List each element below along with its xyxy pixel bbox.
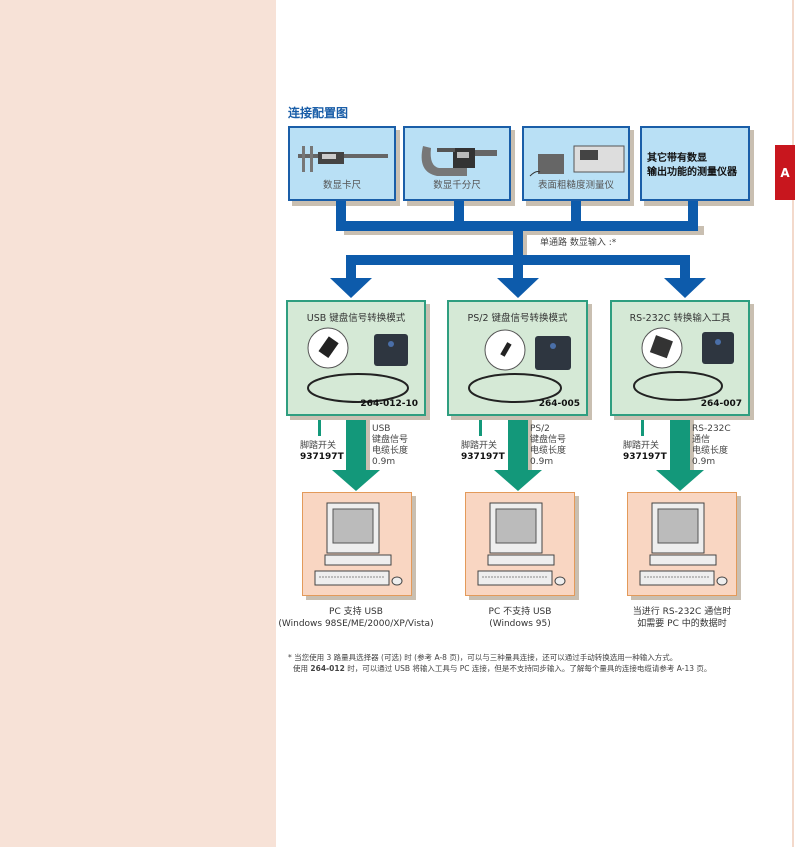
footswitch-model: 937197T [623,452,667,462]
caliper-icon [298,146,388,172]
cable-spec: PS/2 [530,424,550,434]
bus-trunk [513,221,523,266]
footswitch-line-1 [318,416,321,436]
cable-spec: 电缆长度 [530,446,567,456]
pc-caption: PC 不支持 USB [488,607,552,617]
right-border [792,0,794,847]
footswitch-line-3 [641,416,644,436]
footswitch-label: 脚踏开关 [461,441,498,451]
instrument-surface-tester: 表面粗糙度测量仪 [522,126,630,201]
pc-caption: 当进行 RS-232C 通信时 [632,607,732,617]
ps2-cable-device-icon [468,329,571,403]
pc-computer-icon [477,502,566,586]
surface-tester-icon [529,145,625,177]
cable-arrow-head-3 [656,470,704,491]
cable-spec: 键盘信号 [530,435,567,445]
footnote: * 当您使用 3 路量具选择器 (可选) 时 (参考 A-8 页)，可以与三种量… [288,653,712,673]
instrument-micrometer: 数显千分尺 [403,126,511,201]
section-tab[interactable]: A [775,145,795,200]
pc-caption: PC 支持 USB [329,607,383,617]
pc-box-3 [627,492,737,596]
cable-spec: 0.9m [530,457,554,467]
bus-drop-1 [336,200,346,230]
bus-drop-3 [571,200,581,230]
cable-spec: 0.9m [372,457,396,467]
instrument-other: 其它带有数显 输出功能的测量仪器 [640,126,750,201]
cable-arrow-stem-1 [346,416,366,472]
single-input-label: 单通路 数显输入 :* [540,238,617,248]
cable-arrow-stem-3 [670,416,690,472]
arrow-down-2 [497,278,539,298]
pc-box-1 [302,492,412,596]
pc-box-2 [465,492,575,596]
cable-spec: 电缆长度 [692,446,729,456]
rs232c-interface-box: RS-232C 转换输入工具 264-007 [610,300,750,416]
micrometer-icon [421,146,497,176]
bus-drop-2 [454,200,464,230]
cable-arrow-stem-2 [508,416,528,472]
cable-spec: 0.9m [692,457,716,467]
page-title: 连接配置图 [288,106,349,120]
cable-spec: 键盘信号 [372,435,409,445]
rs232c-cable-device-icon [633,327,734,401]
cable-arrow-head-2 [494,470,542,491]
usb-interface-box: USB 键盘信号转换模式 264-012-10 [286,300,426,416]
cable-arrow-head-1 [332,470,380,491]
pc-caption-sub: (Windows 98SE/ME/2000/XP/Vista) [278,619,434,629]
footswitch-label: 脚踏开关 [300,441,337,451]
arrow-down-1 [330,278,372,298]
arrow-down-3 [664,278,706,298]
footswitch-model: 937197T [461,452,505,462]
cable-spec: USB [372,424,391,434]
pc-computer-icon [314,502,403,586]
footswitch-model: 937197T [300,452,344,462]
left-margin-panel [0,0,276,847]
usb-cable-device-icon [307,327,409,403]
footswitch-line-2 [479,416,482,436]
pc-caption-sub: 如需要 PC 中的数据时 [637,619,727,629]
bus-drop-4 [688,200,698,230]
footswitch-label: 脚踏开关 [623,441,660,451]
pc-caption-sub: (Windows 95) [489,619,551,629]
cable-spec: 电缆长度 [372,446,409,456]
instrument-caliper: 数显卡尺 [288,126,396,201]
cable-spec: RS-232C [692,424,731,434]
pc-computer-icon [639,502,728,586]
cable-spec: 通信 [692,435,711,445]
ps2-interface-box: PS/2 键盘信号转换模式 264-005 [447,300,588,416]
